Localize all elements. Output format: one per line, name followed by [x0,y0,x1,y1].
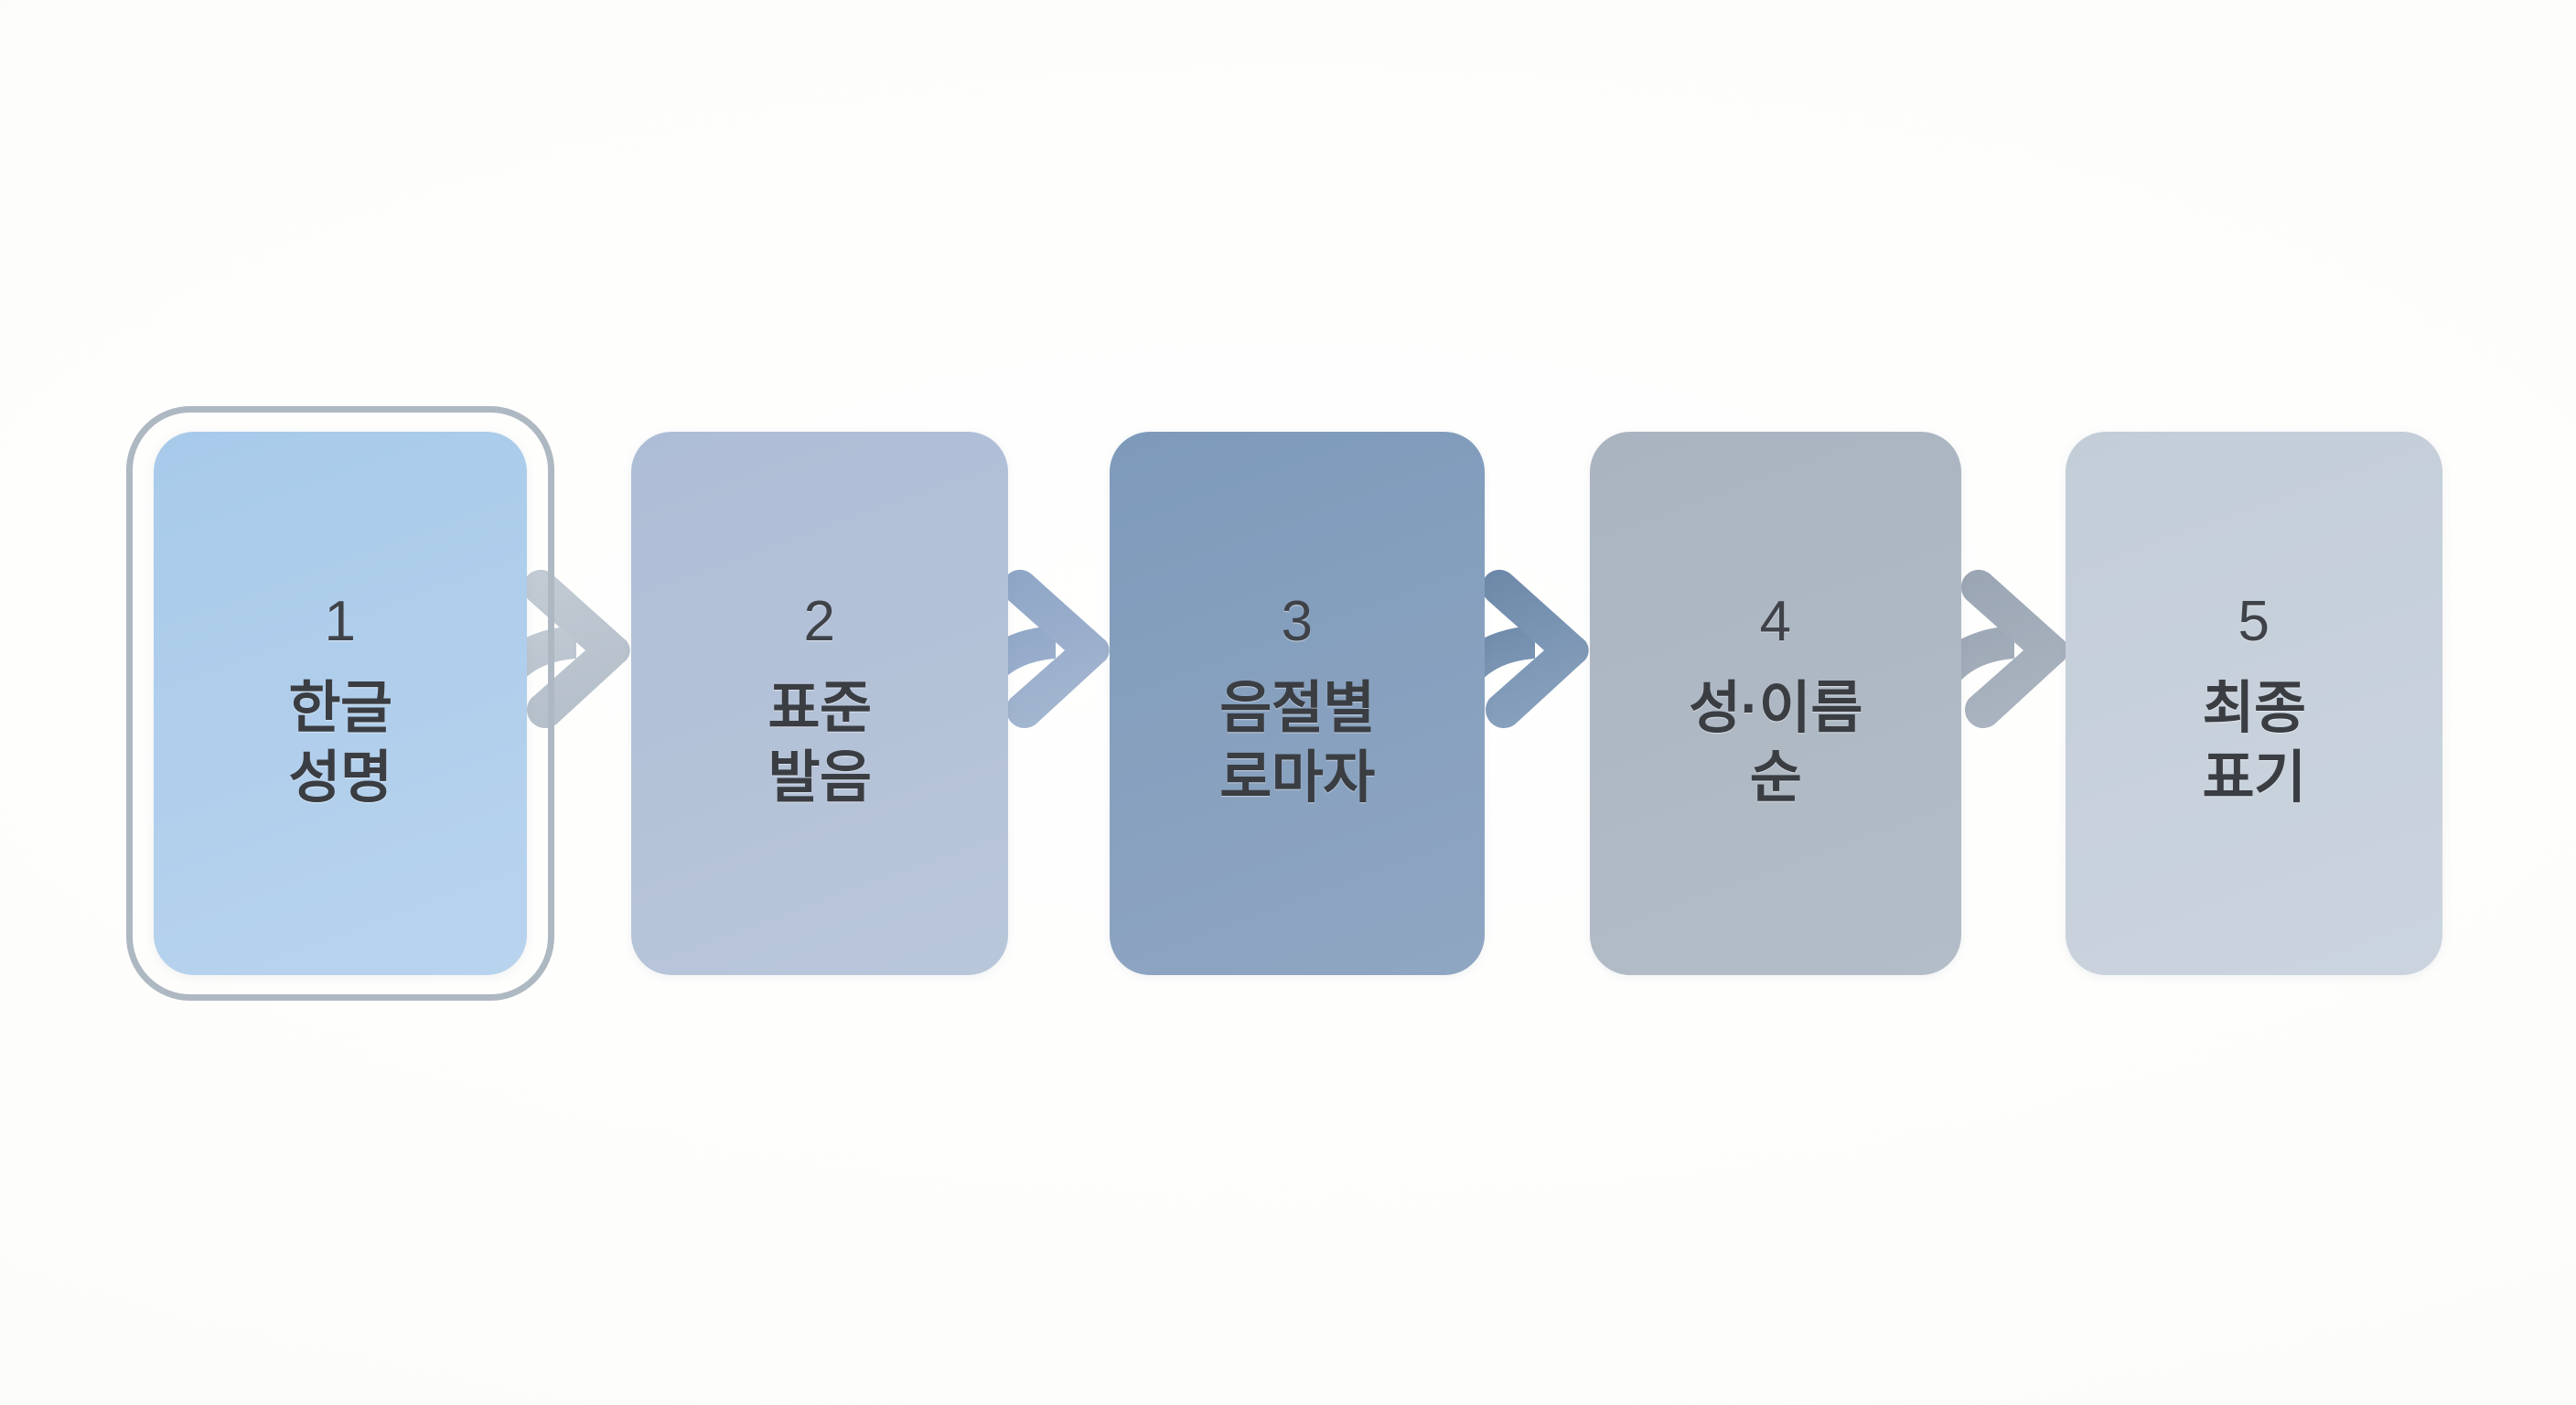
step-label-line-2: 발음 [767,746,872,810]
step-label-line-2: 표기 [2202,746,2306,810]
step-label-line-1: 표준 [767,677,872,741]
step-number: 1 [324,590,357,654]
step-label-line-2: 로마자 [1219,746,1375,810]
step-label-line-1: 음절별 [1219,677,1375,741]
step-number: 2 [803,590,836,654]
step-label-line-2: 성명 [288,746,392,810]
step-label-line-1: 한글 [288,677,392,741]
step-label-line-1: 성·이름 [1689,677,1862,741]
step-number: 3 [1281,590,1314,654]
step-number: 5 [2238,590,2270,654]
step-label-line-2: 순 [1749,746,1802,810]
step-label-line-1: 최종 [2202,677,2306,741]
step-number: 4 [1759,590,1792,654]
